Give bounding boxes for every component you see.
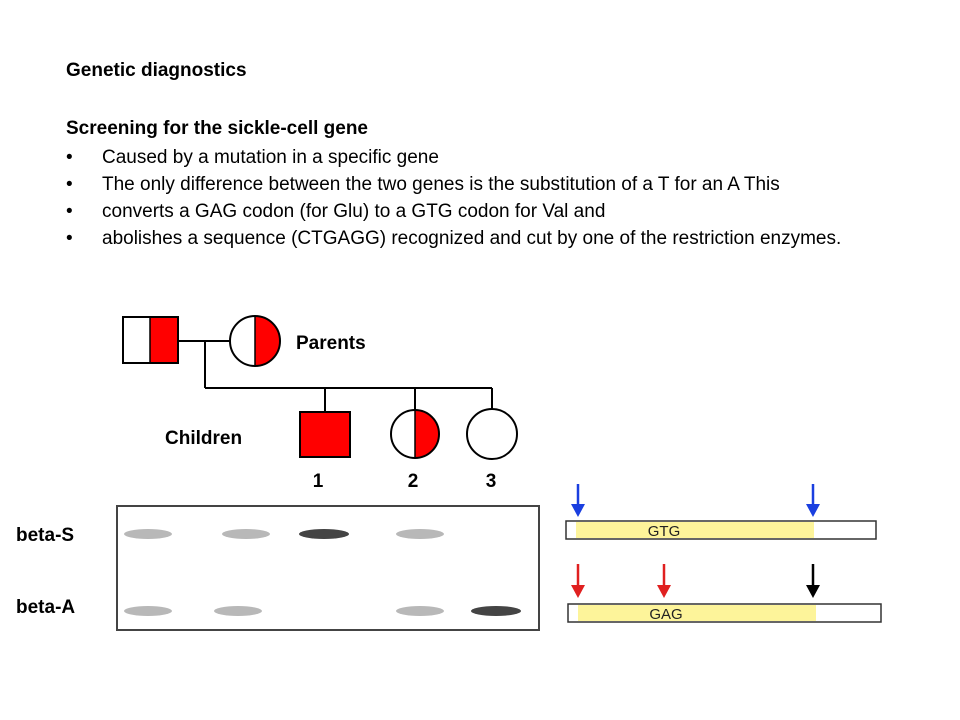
cut-arrow-black-icon: [806, 585, 820, 598]
bullet-text: The only difference between the two gene…: [102, 174, 780, 195]
mother-symbol: [229, 315, 281, 367]
gel-band: [471, 606, 521, 616]
gel: beta-S beta-A: [16, 505, 540, 631]
child-1-symbol: [299, 411, 351, 458]
parents-label: Parents: [296, 333, 366, 354]
bullet-item: • Caused by a mutation in a specific gen…: [66, 148, 926, 167]
pedigree-lines: [178, 340, 493, 412]
father-affected-half: [150, 317, 178, 363]
restriction-map-beta-s: GTG: [565, 484, 877, 540]
gel-row-label-beta-s: beta-S: [16, 525, 74, 546]
gel-band: [396, 606, 444, 616]
child-number-3: 3: [486, 471, 497, 492]
slide-subtitle: Screening for the sickle-cell gene: [66, 118, 368, 139]
codon-label-gag: GAG: [649, 606, 682, 623]
cut-arrow-red-icon: [657, 585, 671, 598]
gel-band: [214, 606, 262, 616]
gel-band: [222, 529, 270, 539]
child-number-1: 1: [313, 471, 324, 492]
child-3-symbol: [466, 408, 518, 460]
bullet-text: Caused by a mutation in a specific gene: [102, 147, 439, 168]
gel-row-label-beta-a: beta-A: [16, 597, 75, 618]
bullet-dot: •: [66, 201, 73, 222]
bullet-list: • Caused by a mutation in a specific gen…: [66, 148, 926, 256]
cut-arrow-blue-icon: [571, 504, 585, 517]
bullet-item: • converts a GAG codon (for Glu) to a GT…: [66, 202, 926, 221]
cut-arrow-red-icon: [571, 585, 585, 598]
father-symbol: [122, 316, 179, 364]
child-number-2: 2: [408, 471, 419, 492]
bullet-dot: •: [66, 228, 73, 249]
child-2-symbol: [390, 409, 440, 459]
gel-frame: [116, 505, 540, 631]
gel-band: [299, 529, 349, 539]
codon-label-gtg: GTG: [648, 523, 681, 540]
cut-arrow-blue-icon: [806, 504, 820, 517]
slide-title: Genetic diagnostics: [66, 60, 247, 81]
bullet-item: • The only difference between the two ge…: [66, 175, 926, 194]
bullet-text: converts a GAG codon (for Glu) to a GTG …: [102, 201, 606, 222]
children-label: Children: [165, 428, 242, 449]
gel-band: [124, 606, 172, 616]
gel-band: [396, 529, 444, 539]
codon-highlight: [576, 522, 814, 538]
restriction-map-beta-a: GAG: [567, 564, 882, 623]
bullet-item: • abolishes a sequence (CTGAGG) recogniz…: [66, 229, 926, 248]
bullet-text: abolishes a sequence (CTGAGG) recognized…: [102, 228, 842, 249]
gel-band: [124, 529, 172, 539]
bullet-dot: •: [66, 174, 73, 195]
bullet-dot: •: [66, 147, 73, 168]
codon-highlight: [578, 605, 816, 621]
